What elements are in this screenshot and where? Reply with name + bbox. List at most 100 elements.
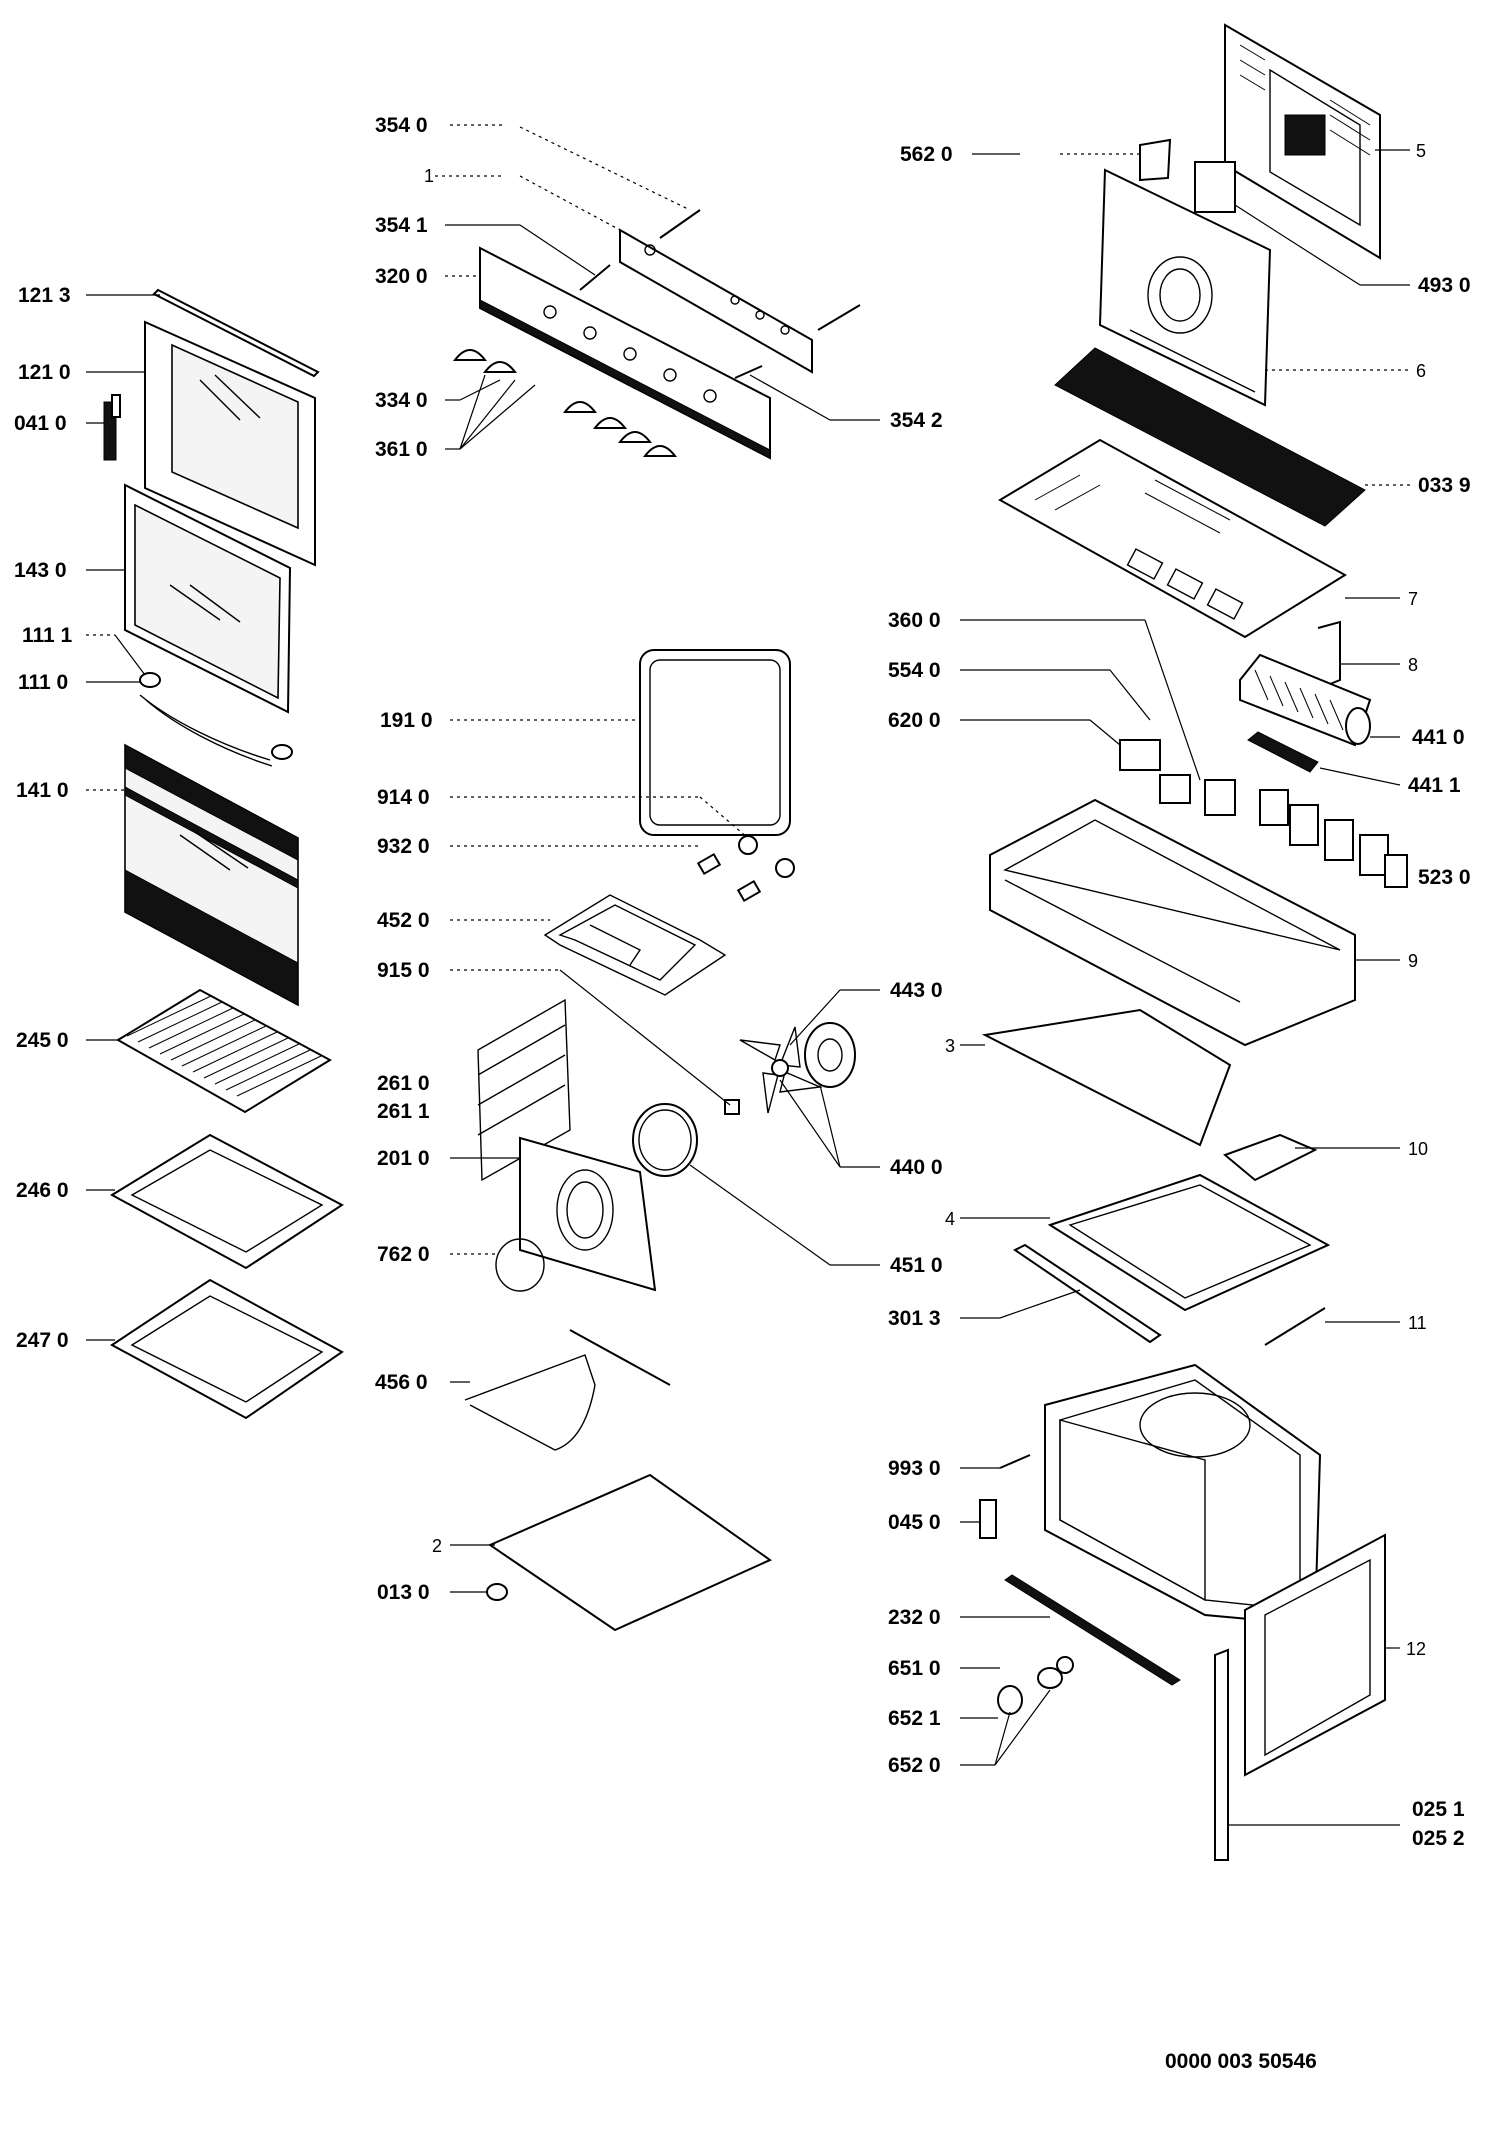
door-top-strip: [152, 288, 320, 378]
label-261-1: 261 1: [377, 1100, 430, 1123]
lamp-assembly: [997, 1656, 1074, 1715]
label-111-0: 111 0: [18, 671, 68, 694]
label-10: 10: [1408, 1139, 1428, 1159]
label-441-1: 441 1: [1408, 774, 1461, 797]
fan-guard-ring: [495, 1238, 545, 1292]
switch-components: [1119, 739, 1408, 888]
wire-shelf: [116, 988, 333, 1114]
label-620-0: 620 0: [888, 709, 941, 732]
label-452-0: 452 0: [377, 909, 430, 932]
label-451-0: 451 0: [890, 1254, 943, 1277]
label-456-0: 456 0: [375, 1371, 428, 1394]
label-562-0: 562 0: [900, 143, 953, 166]
label-361-0: 361 0: [375, 438, 428, 461]
door-frame: [144, 320, 316, 567]
label-320-0: 320 0: [375, 265, 428, 288]
label-762-0: 762 0: [377, 1243, 430, 1266]
label-993-0: 993 0: [888, 1457, 941, 1480]
label-652-1: 652 1: [888, 1707, 941, 1730]
door-handle-assembly: [139, 672, 293, 767]
side-rail: [1013, 1243, 1162, 1344]
label-191-0: 191 0: [380, 709, 433, 732]
element-fittings: [696, 835, 795, 903]
fan-blade: [739, 1026, 823, 1114]
label-141-0: 141 0: [16, 779, 69, 802]
oven-top-plate: [981, 1008, 1232, 1147]
label-354-1: 354 1: [375, 214, 428, 237]
label-201-0: 201 0: [377, 1147, 430, 1170]
inner-door-glass: [124, 483, 292, 714]
label-651-0: 651 0: [888, 1657, 941, 1680]
label-121-0: 121 0: [18, 361, 71, 384]
rear-fan-cover: [519, 1136, 657, 1292]
document-id: 0000 003 50546: [1165, 2050, 1317, 2073]
label-11: 11: [1408, 1313, 1427, 1333]
label-652-0: 652 0: [888, 1754, 941, 1777]
control-shafts: [579, 209, 861, 379]
label-932-0: 932 0: [377, 835, 430, 858]
terminal-strip: [1247, 731, 1319, 773]
door-lock: [979, 1499, 997, 1539]
label-261-0: 261 0: [377, 1072, 430, 1095]
bottom-heating-element: [464, 1329, 671, 1451]
side-runners: [477, 998, 571, 1182]
insulation-seal: [1054, 347, 1366, 527]
electronics-housing: [989, 798, 1356, 1047]
side-panel-4: [1047, 1173, 1331, 1312]
back-frame: [1098, 168, 1272, 407]
label-232-0: 232 0: [888, 1606, 941, 1629]
label-2: 2: [432, 1536, 442, 1556]
label-334-0: 334 0: [375, 389, 428, 412]
label-354-2: 354 2: [890, 409, 943, 432]
baking-tray: [110, 1133, 344, 1270]
label-915-0: 915 0: [377, 959, 430, 982]
oven-cavity: [1044, 1363, 1322, 1627]
plate-10: [1223, 1133, 1318, 1182]
cooling-fan-bracket: [1139, 138, 1172, 182]
door-hinge: [103, 394, 121, 461]
foot: [486, 1583, 508, 1601]
label-033-9: 033 9: [1418, 474, 1471, 497]
top-heating-element: [543, 894, 727, 996]
side-frame-12: [1244, 1533, 1386, 1777]
label-6: 6: [1416, 361, 1426, 381]
label-041-0: 041 0: [14, 412, 67, 435]
label-493-0: 493 0: [1418, 274, 1471, 297]
label-9: 9: [1408, 951, 1418, 971]
control-knobs: [452, 349, 678, 457]
fan-motor: [804, 1022, 856, 1088]
hinge-bracket: [1214, 1648, 1229, 1861]
label-354-0: 354 0: [375, 114, 428, 137]
label-013-0: 013 0: [377, 1581, 430, 1604]
part-labels: 354 0 1 354 1 320 0 334 0 361 0 354 2 12…: [14, 114, 1471, 2073]
label-111-1: 111 1: [22, 624, 73, 647]
tangential-fan: [1239, 653, 1372, 747]
label-523-0: 523 0: [1418, 866, 1471, 889]
label-1: 1: [424, 166, 434, 186]
circular-heating-element: [632, 1103, 698, 1177]
label-12: 12: [1406, 1639, 1426, 1659]
label-360-0: 360 0: [888, 609, 941, 632]
label-4: 4: [945, 1209, 955, 1229]
oven-door-seal: [639, 649, 791, 836]
label-301-3: 301 3: [888, 1307, 941, 1330]
rear-panel: [1224, 23, 1381, 260]
outer-door-glass: [124, 743, 299, 1007]
label-443-0: 443 0: [890, 979, 943, 1002]
label-914-0: 914 0: [377, 786, 430, 809]
label-554-0: 554 0: [888, 659, 941, 682]
drip-pan: [110, 1278, 344, 1420]
transformer: [1194, 161, 1236, 213]
label-025-1: 025 1: [1412, 1798, 1465, 1821]
control-fascia: [479, 246, 771, 460]
bracket-8: [1317, 620, 1341, 685]
rod-11: [1264, 1307, 1326, 1346]
label-025-2: 025 2: [1412, 1827, 1465, 1850]
top-cover: [998, 438, 1347, 639]
label-143-0: 143 0: [14, 559, 67, 582]
label-246-0: 246 0: [16, 1179, 69, 1202]
label-7: 7: [1408, 589, 1418, 609]
label-247-0: 247 0: [16, 1329, 69, 1352]
leader-lines: [86, 124, 1410, 1826]
